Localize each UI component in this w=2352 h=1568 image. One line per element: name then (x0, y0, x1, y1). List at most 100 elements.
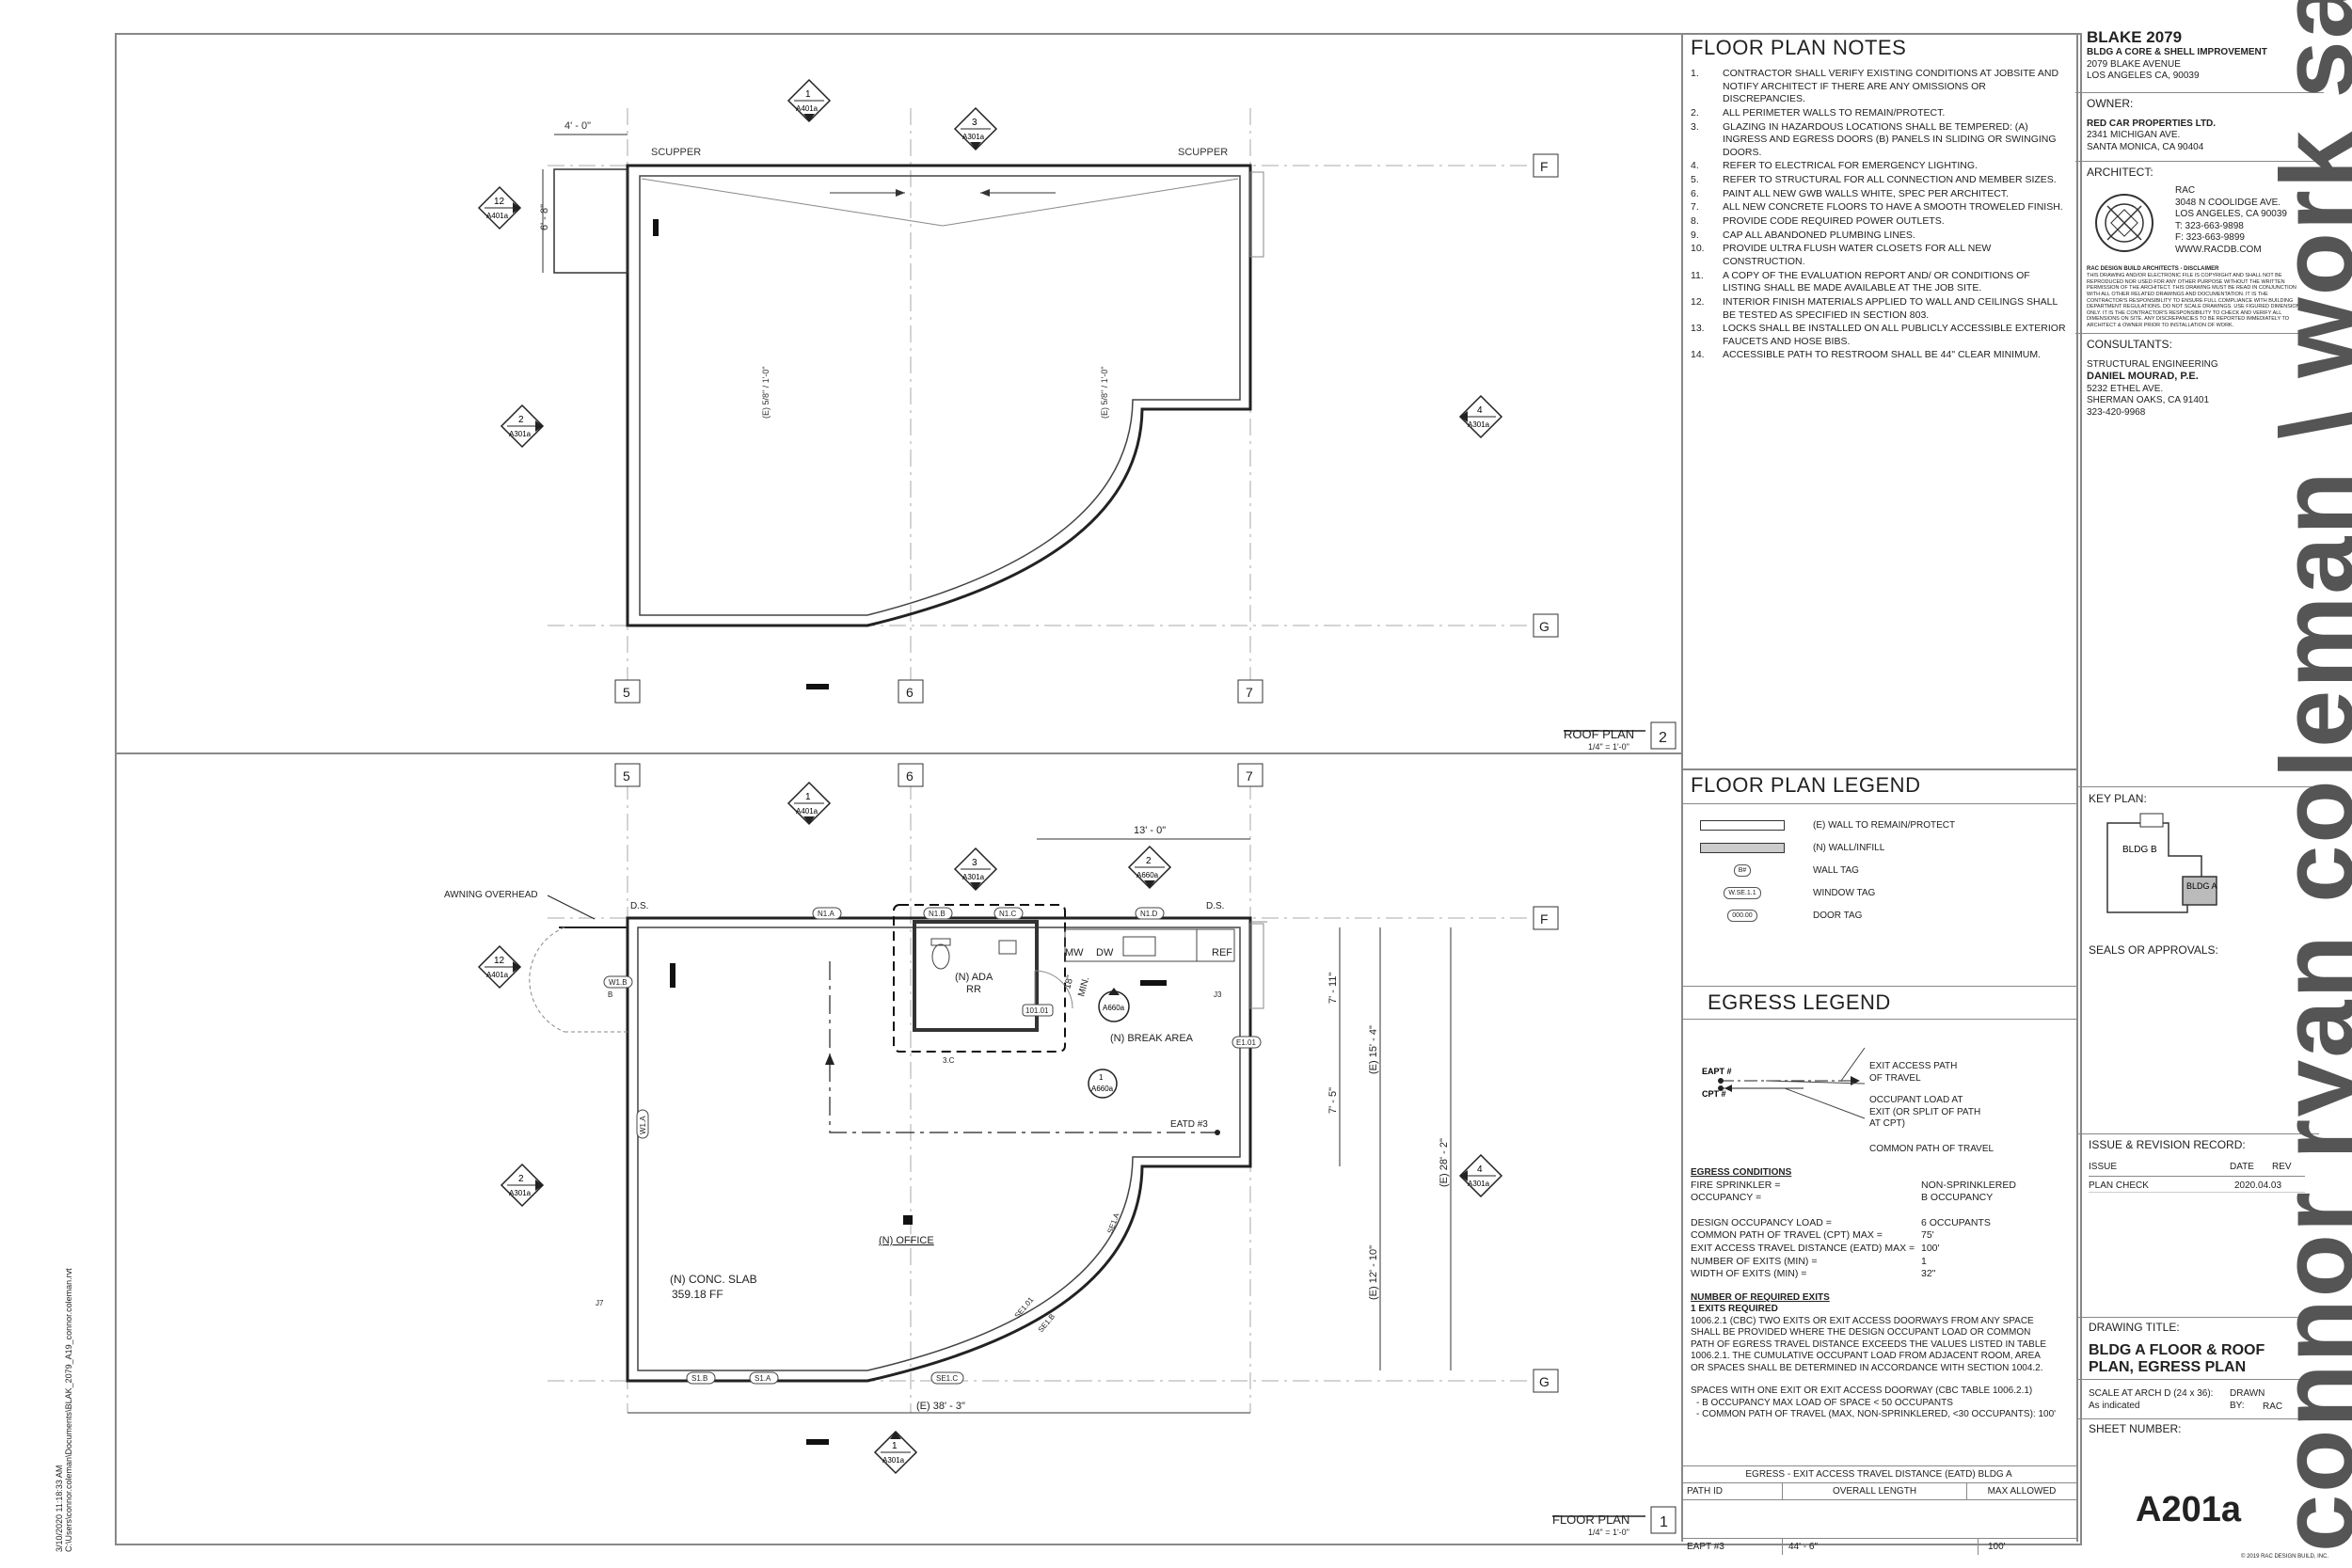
roof-slope-2: (E) 5/8" / 1'-0" (1100, 366, 1109, 419)
list-item: 5.REFER TO STRUCTURAL FOR ALL CONNECTION… (1691, 174, 2067, 187)
dim-15-4: (E) 15' - 4" (1368, 1025, 1379, 1074)
exit-path-label: EXIT ACCESS PATH OF TRAVEL (1869, 1061, 1958, 1084)
floor-section-mark-2-a660a: 2 A660a (1127, 845, 1172, 890)
svg-text:1: 1 (1099, 1073, 1104, 1082)
roof-floor-divider (115, 752, 1681, 754)
seals-label: SEALS OR APPROVALS: (2089, 943, 2218, 957)
note-text: CAP ALL ABANDONED PLUMBING LINES. (1723, 229, 1915, 241)
legend-tag: B# (1733, 863, 1752, 877)
list-item (1691, 1205, 2067, 1217)
note-number: 4. (1691, 160, 1699, 172)
note-number: 3. (1691, 120, 1699, 133)
consultants-label: CONSULTANTS: (2087, 337, 2172, 351)
elevation-mark-a660a: A660a (1098, 988, 1130, 1022)
dw-label: DW (1096, 947, 1114, 958)
ds-right: D.S. (1206, 901, 1224, 911)
architect-label: ARCHITECT: (2087, 166, 2153, 179)
list-item: 6.PAINT ALL NEW GWB WALLS WHITE, SPEC PE… (1691, 188, 2067, 201)
list-item: 10.PROVIDE ULTRA FLUSH WATER CLOSETS FOR… (1691, 243, 2067, 268)
floor-plan-title: FLOOR PLAN (1552, 1513, 1629, 1527)
eatd-table-title: EGRESS - EXIT ACCESS TRAVEL DISTANCE (EA… (1681, 1465, 2076, 1483)
revision-record: ISSUE & REVISION RECORD: ISSUE DATE REV … (2089, 1138, 2305, 1193)
drawing-title-line-2: PLAN, EGRESS PLAN (2089, 1359, 2247, 1375)
roof-grid-f: F (1540, 159, 1549, 174)
owner-address-2: SANTA MONICA, CA 90404 (2087, 141, 2204, 152)
list-item: (N) WALL/INFILL (1691, 836, 2067, 859)
drawn-by-value: RAC (2263, 1402, 2283, 1412)
condition-key (1691, 1205, 1921, 1217)
note-text: REFER TO STRUCTURAL FOR ALL CONNECTION A… (1723, 174, 2057, 186)
roof-plan-number: 2 (1659, 730, 1667, 746)
revision-label: ISSUE & REVISION RECORD: (2089, 1138, 2246, 1151)
list-item: WIDTH OF EXITS (MIN) =32" (1691, 1268, 2067, 1281)
note-number: 6. (1691, 187, 1699, 199)
roof-plan-scale: 1/4" = 1'-0" (1588, 742, 1629, 752)
condition-value: 100' (1921, 1243, 1940, 1255)
condition-key: FIRE SPRINKLER = (1691, 1179, 1781, 1191)
wall-tag-b: B (608, 990, 612, 999)
svg-text:A301a: A301a (962, 873, 985, 881)
svg-text:1: 1 (805, 89, 811, 100)
legend-tag (1700, 819, 1785, 831)
condition-key: NUMBER OF EXITS (MIN) = (1691, 1255, 1818, 1267)
disclaimer-title: RAC DESIGN BUILD ARCHITECTS - DISCLAIMER (2087, 266, 2219, 272)
floor-section-mark-4: 4 A301a (1458, 1153, 1503, 1198)
dim-7-11: 7' - 11" (1327, 973, 1339, 1004)
key-plan-diagram: BLDG B BLDG A (2106, 813, 2217, 913)
condition-value: 6 OCCUPANTS (1921, 1216, 1991, 1228)
scale-value: As indicated (2089, 1400, 2140, 1411)
svg-text:2: 2 (1146, 856, 1152, 866)
dim-12-10: (E) 12' - 10" (1368, 1245, 1379, 1300)
svg-text:A301a: A301a (509, 430, 532, 438)
condition-value: 32" (1921, 1268, 1936, 1280)
wall-tag-n1b: N1.B (929, 910, 946, 918)
floor-grid-7: 7 (1246, 768, 1253, 784)
awning-label: AWNING OVERHEAD (444, 890, 538, 900)
side-stamp-line-2: C:\Users\connor.coleman\Documents\BLAK_2… (64, 1268, 73, 1552)
egress-conditions-title: EGRESS CONDITIONS (1691, 1167, 1792, 1178)
svg-text:A301a: A301a (882, 1456, 905, 1465)
note-number: 1. (1691, 68, 1699, 79)
required-exits-title: NUMBER OF REQUIRED EXITS (1691, 1291, 1830, 1303)
list-item: 11.A COPY OF THE EVALUATION REPORT AND/ … (1691, 270, 2067, 295)
legend-swatch (1700, 842, 1785, 853)
svg-text:3: 3 (972, 858, 977, 868)
legend-swatch (1700, 819, 1785, 831)
spaces-bullet-1: - B OCCUPANCY MAX LOAD OF SPACE < 50 OCC… (1696, 1397, 1953, 1408)
titleblock-divider (2076, 33, 2078, 1542)
title-block: BLAKE 2079 BLDG A CORE & SHELL IMPROVEME… (2075, 28, 2324, 419)
svg-text:1: 1 (805, 792, 811, 802)
egress-legend-diagram: EAPT # CPT # (1702, 1047, 1866, 1119)
key-plan-bldg-a: BLDG A (2186, 881, 2217, 891)
note-number: 7. (1691, 201, 1699, 214)
drawing-title-block: DRAWING TITLE: BLDG A FLOOR & ROOF PLAN,… (2089, 1321, 2314, 1376)
wall-tag-se101: SE1.01 (1013, 1295, 1036, 1320)
legend-label: (N) WALL/INFILL (1813, 842, 1885, 853)
drawing-title-label: DRAWING TITLE: (2089, 1321, 2180, 1334)
svg-text:A401a: A401a (796, 104, 818, 113)
spaces-bullet-2: - COMMON PATH OF TRAVEL (MAX, NON-SPRINK… (1696, 1409, 2057, 1420)
roof-section-mark-2: 2 A301a (500, 404, 545, 449)
scupper-left: SCUPPER (651, 147, 701, 158)
dim-13-0: 13' - 0" (1134, 825, 1166, 836)
list-item: DESIGN OCCUPANCY LOAD =6 OCCUPANTS (1691, 1217, 2067, 1230)
roof-dim-top: 4' - 0" (564, 120, 591, 132)
note-number: 14. (1691, 349, 1705, 361)
rac-logo-icon (2095, 194, 2153, 252)
note-text: PROVIDE CODE REQUIRED POWER OUTLETS. (1723, 215, 1945, 228)
list-item: (E) WALL TO REMAIN/PROTECT (1691, 814, 2067, 836)
egress-legend: EGRESS LEGEND EAPT # CPT # EXIT ACCESS P… (1681, 986, 2076, 1421)
note-number: 12. (1691, 295, 1705, 308)
legend-swatch: 000.00 (1700, 909, 1785, 922)
note-text: GLAZING IN HAZARDOUS LOCATIONS SHALL BE … (1723, 120, 2057, 158)
wall-tag-se1c: SE1.C (936, 1374, 958, 1383)
sheet-number: A201a (2136, 1490, 2241, 1529)
list-item: 1.CONTRACTOR SHALL VERIFY EXISTING CONDI… (1691, 68, 2067, 106)
list-item: 12.INTERIOR FINISH MATERIALS APPLIED TO … (1691, 296, 2067, 322)
door-tag-101-01: 101.01 (1025, 1006, 1049, 1015)
roof-dim-side: 6' - 8" (539, 204, 550, 230)
floor-plan-legend-list: (E) WALL TO REMAIN/PROTECT (N) WALL/INFIL… (1691, 814, 2067, 927)
required-exits-text: 1006.2.1 (CBC) TWO EXITS OR EXIT ACCESS … (1691, 1315, 2047, 1373)
floor-plan-legend-title: FLOOR PLAN LEGEND (1691, 773, 1921, 797)
